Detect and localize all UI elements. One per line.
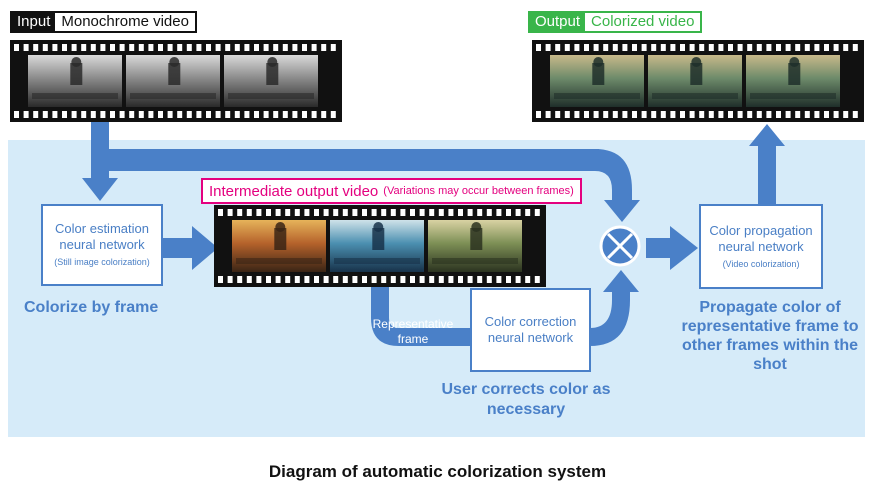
color-propagation-box: Color propagation neural network (Video …: [699, 204, 823, 289]
input-tag: Input Monochrome video: [10, 11, 197, 33]
representative-frame-label: Representative frame: [372, 317, 454, 346]
input-tag-head: Input: [12, 13, 56, 31]
film-frame: [330, 220, 424, 272]
propagate-label: Propagate color of representative frame …: [681, 299, 859, 373]
input-tag-body: Monochrome video: [55, 13, 195, 31]
arrow-top-head: [604, 200, 640, 222]
intermediate-tag-note: (Variations may occur between frames): [383, 185, 574, 197]
arrow-input-down-head: [82, 178, 118, 201]
color-estimation-title: Color estimation neural network: [55, 221, 149, 252]
output-film-strip: [532, 40, 864, 122]
color-propagation-sub: (Video colorization): [722, 258, 800, 269]
film-frame: [550, 55, 644, 107]
intermediate-tag: Intermediate output video (Variations ma…: [201, 178, 582, 204]
film-frame: [224, 55, 318, 107]
arrow-combine-head: [670, 226, 698, 270]
output-tag-head: Output: [530, 13, 586, 31]
intermediate-film-strip: [214, 205, 546, 287]
film-frame: [428, 220, 522, 272]
film-frame: [746, 55, 840, 107]
film-frame: [28, 55, 122, 107]
arrow-correction-up: [590, 288, 630, 346]
film-frame: [126, 55, 220, 107]
colorize-by-frame-label: Colorize by frame: [24, 299, 159, 316]
color-propagation-title: Color propagation neural network: [709, 222, 813, 254]
output-tag: Output Colorized video: [528, 11, 703, 33]
arrow-combine-out: [646, 238, 672, 258]
arrow-estimation-out: [162, 238, 194, 258]
arrow-top-band: [91, 149, 599, 171]
color-estimation-box: Color estimation neural network (Still i…: [41, 204, 163, 286]
arrow-top-curve: [595, 149, 632, 204]
diagram-caption: Diagram of automatic colorization system: [268, 462, 607, 481]
arrow-propagation-up: [758, 144, 776, 204]
color-correction-title: Color correction neural network: [484, 314, 577, 345]
arrow-propagation-head: [749, 124, 785, 146]
intermediate-tag-main: Intermediate output video: [209, 182, 379, 200]
arrow-estimation-head: [192, 226, 218, 270]
arrow-correction-head: [603, 270, 639, 292]
film-frame: [232, 220, 326, 272]
output-tag-body: Colorized video: [585, 13, 701, 31]
combine-operator-icon: [599, 225, 641, 267]
user-corrects-label: User corrects color as necessary: [441, 381, 611, 418]
color-correction-box: Color correction neural network: [470, 288, 591, 372]
film-frame: [648, 55, 742, 107]
color-estimation-sub: (Still image colorization): [54, 257, 150, 267]
input-film-strip: [10, 40, 342, 122]
